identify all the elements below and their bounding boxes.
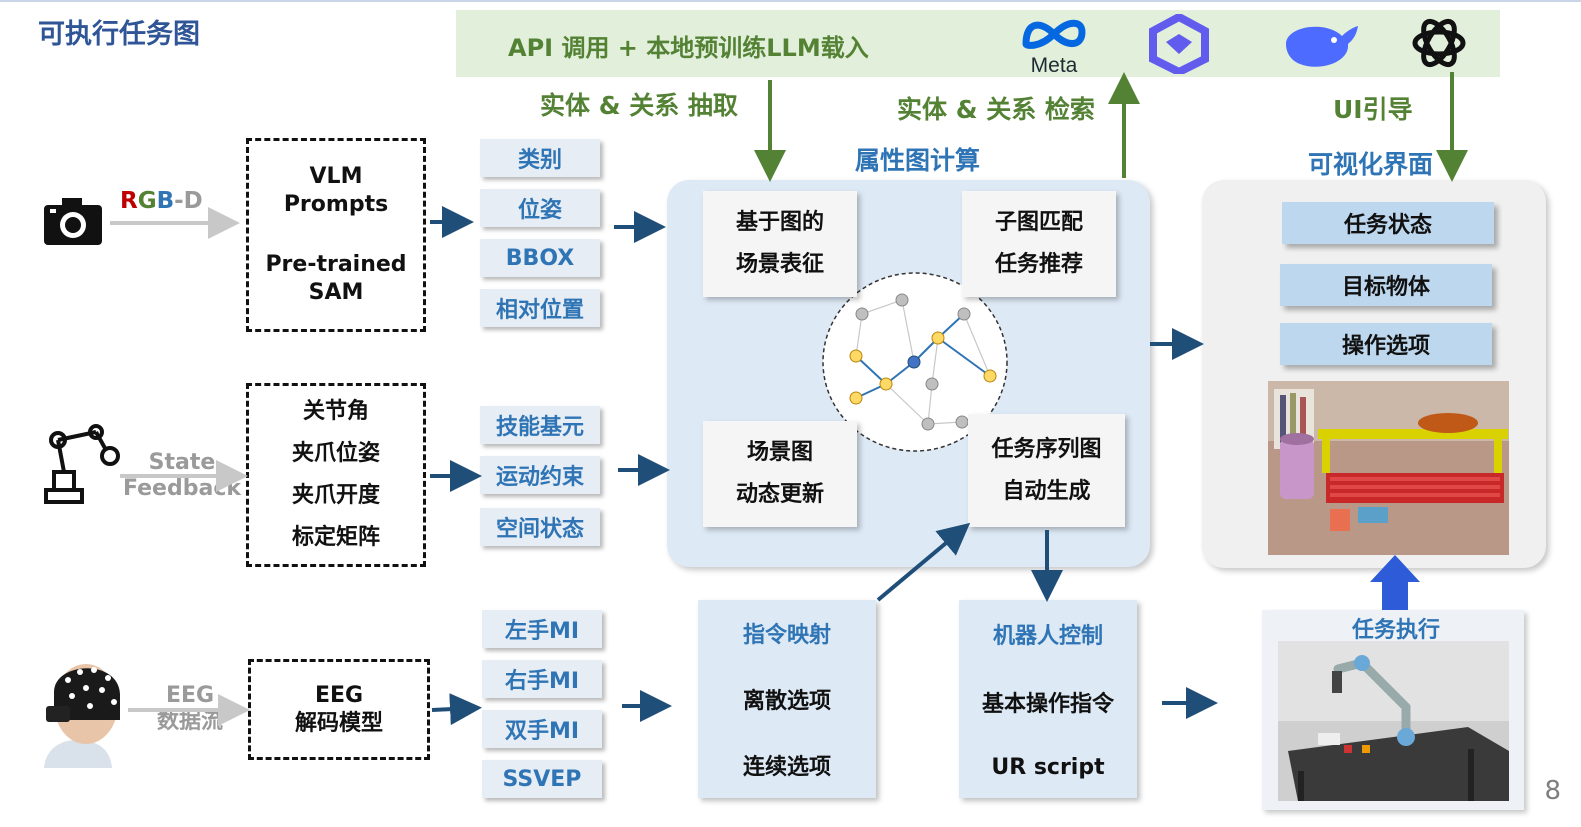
rgbd-b: B: [156, 188, 175, 214]
card1-line2: 场景表征: [735, 252, 824, 277]
page-number: 8: [1544, 776, 1561, 806]
scene-graph-update-card: 场景图 动态更新: [703, 421, 857, 527]
eeg-head-icon: [24, 650, 128, 768]
card3-line2: 动态更新: [735, 482, 824, 507]
command-mapping-title: 指令映射: [742, 623, 831, 648]
subgraph-matching-card: 子图匹配 任务推荐: [962, 191, 1116, 297]
tag-relative-position: 相对位置: [480, 289, 600, 327]
card2-line1: 子图匹配: [994, 210, 1083, 235]
card4-line2: 自动生成: [1002, 478, 1091, 504]
vlm-module: VLM Prompts Pre-trained SAM: [246, 138, 426, 332]
eeg-line2: 数据流: [156, 709, 223, 734]
discrete-option: 离散选项: [742, 689, 831, 714]
desk-scene-photo: [1268, 381, 1509, 555]
eeg-to-tags-arrow: [431, 693, 482, 726]
ui-operation-options: 操作选项: [1280, 323, 1492, 365]
robot-control-box: 机器人控制 基本操作指令 UR script: [959, 600, 1137, 798]
tag-motion-constraint: 运动约束: [480, 456, 600, 494]
eeg-module-line2: 解码模型: [294, 710, 383, 736]
ui-target-object: 目标物体: [1280, 264, 1492, 306]
ui-task-status: 任务状态: [1282, 202, 1494, 244]
vlm-line3: Pre-trained: [265, 252, 407, 277]
task-sequence-card: 任务序列图 自动生成: [968, 414, 1125, 527]
tag-category: 类别: [480, 139, 600, 177]
banner-text: API 调用 + 本地预训练LLM载入: [508, 34, 869, 62]
card4-line1: 任务序列图: [991, 436, 1102, 462]
vlm-line1: VLM: [309, 164, 363, 189]
meta-text: Meta: [1030, 54, 1078, 77]
tag-ssvep: SSVEP: [482, 760, 602, 798]
robot-item: 夹爪位姿: [291, 441, 380, 466]
qwen-icon: [1148, 12, 1210, 77]
camera-icon: [42, 195, 104, 247]
meta-infinity-icon: [1022, 19, 1086, 49]
robot-arm-icon: [40, 420, 126, 506]
basic-operation-command: 基本操作指令: [981, 692, 1114, 718]
tag-bbox: BBOX: [480, 239, 600, 277]
state-line1: State: [148, 450, 216, 475]
page-title: 可执行任务图: [38, 19, 200, 50]
command-mapping-box: 指令映射 离散选项 连续选项: [698, 600, 876, 798]
card1-line1: 基于图的: [735, 210, 824, 235]
top-divider: [0, 0, 1581, 2]
eeg-module-line1: EEG: [314, 682, 364, 708]
robot-state-module: 关节角 夹爪位姿 夹爪开度 标定矩阵: [246, 383, 426, 567]
exec-to-ui-block-arrow: [1370, 555, 1420, 610]
tag-left-mi: 左手MI: [482, 610, 602, 648]
meta-logo: Meta: [1018, 14, 1090, 78]
scene-representation-card: 基于图的 场景表征: [703, 191, 857, 297]
retrieve-label: 实体 & 关系 检索: [897, 95, 1095, 124]
graph-calc-label: 属性图计算: [855, 146, 981, 175]
vlm-line2: Prompts: [283, 192, 389, 217]
deepseek-icon: [1280, 18, 1362, 72]
rgbd-d: -D: [174, 188, 203, 214]
eeg-line1: EEG: [165, 683, 215, 708]
rgbd-label: RGB-D: [120, 188, 203, 214]
extract-label: 实体 & 关系 抽取: [540, 91, 738, 120]
vlm-line4: SAM: [308, 280, 364, 305]
tag-right-mi: 右手MI: [482, 660, 602, 698]
command-to-task-seq-arrow: [876, 522, 971, 602]
graph-network-icon: [822, 272, 1008, 452]
rgbd-g: G: [137, 188, 157, 214]
ui-guide-label: UI引导: [1333, 95, 1413, 124]
tag-both-mi: 双手MI: [482, 710, 602, 748]
ui-panel-label: 可视化界面: [1308, 150, 1434, 179]
tag-spatial-state: 空间状态: [480, 508, 600, 546]
robot-item: 标定矩阵: [291, 525, 380, 550]
robot-item: 夹爪开度: [291, 483, 380, 508]
card3-line1: 场景图: [746, 440, 813, 465]
robot-item: 关节角: [302, 399, 369, 424]
tag-pose: 位姿: [480, 189, 600, 227]
continuous-option: 连续选项: [742, 755, 831, 780]
ur-script: UR script: [991, 754, 1105, 780]
eeg-stream-label: EEG 数据流: [152, 683, 228, 735]
robot-arm-photo: [1278, 641, 1509, 801]
card2-line2: 任务推荐: [994, 252, 1083, 277]
robot-control-title: 机器人控制: [992, 624, 1103, 650]
openai-icon: [1408, 12, 1470, 74]
tag-skill-primitive: 技能基元: [480, 406, 600, 444]
task-exec-label: 任务执行: [1352, 618, 1441, 643]
eeg-decoder-module: EEG 解码模型: [248, 659, 430, 760]
rgbd-r: R: [120, 188, 138, 214]
